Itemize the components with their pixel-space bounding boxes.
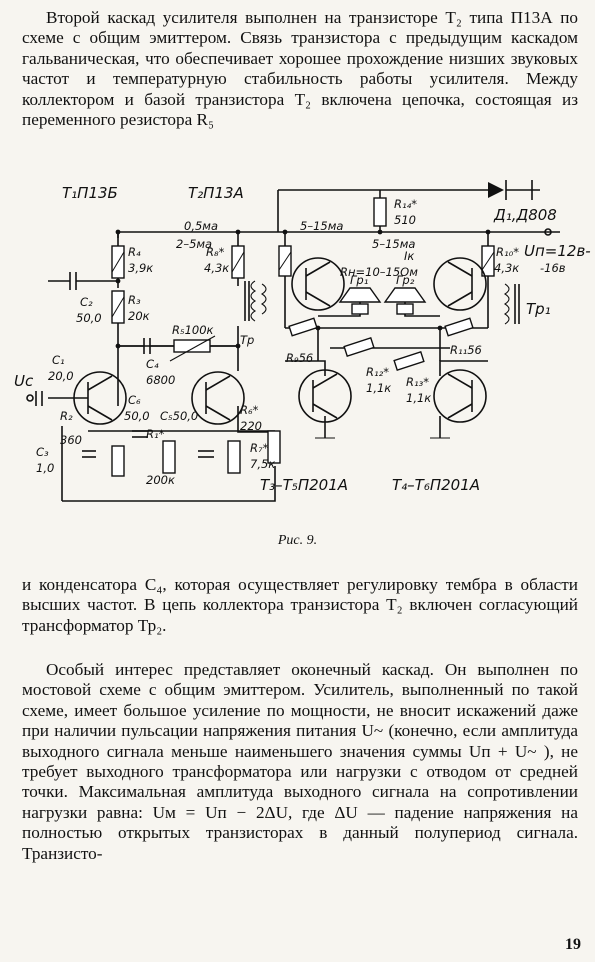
label-c6-value: 50,0 xyxy=(124,409,150,423)
label-r5: R₅100к xyxy=(172,323,214,337)
label-c2: C₂ xyxy=(80,295,93,309)
label-r6: R₆* xyxy=(240,403,259,417)
label-c6: C₆ xyxy=(128,393,141,407)
label-gr1: Гр₁ xyxy=(350,273,368,287)
label-tr: Тр xyxy=(240,333,254,347)
paragraph-output-stage: Особый интерес представляет оконечный ка… xyxy=(22,660,578,863)
label-r14: R₁₄* xyxy=(394,197,417,211)
zener-diode xyxy=(488,180,540,200)
label-uc: Uc xyxy=(14,372,34,390)
label-rn: Rн=10–15Ом xyxy=(340,265,418,279)
label-r8-value: 4,3к xyxy=(204,261,229,275)
speakers xyxy=(338,287,427,315)
label-tr1: Тр₁ xyxy=(526,300,551,318)
label-up-value: -16в xyxy=(540,261,566,275)
label-r11: R₁₁56 xyxy=(450,343,482,357)
label-r6-value: 220 xyxy=(240,419,262,433)
label-c3: C₃ xyxy=(36,445,49,459)
label-r2-value: 360 xyxy=(60,433,82,447)
label-t2: T₂П13А xyxy=(188,184,244,202)
label-r13-value: 1,1к xyxy=(406,391,431,405)
label-r4: R₄ xyxy=(128,245,141,259)
page-number: 19 xyxy=(565,936,581,953)
label-d1: Д₁,Д808 xyxy=(493,206,557,224)
label-c2-value: 50,0 xyxy=(76,311,102,325)
label-r7: R₇* xyxy=(250,441,269,455)
label-r3-value: 20к xyxy=(128,309,150,323)
resistors xyxy=(111,197,495,477)
label-r8: R₈* xyxy=(206,245,225,259)
transistors xyxy=(48,257,487,425)
label-r10: R₁₀* xyxy=(496,245,519,259)
label-t1: T₁П13Б xyxy=(62,184,118,202)
label-r7-value: 7,5к xyxy=(250,457,275,471)
label-t3-t5: T₃–T₅П201А xyxy=(260,476,348,494)
label-r1-value: 200к xyxy=(146,473,175,487)
label-r2: R₂ xyxy=(60,409,73,423)
label-r4-value: 3,9к xyxy=(128,261,153,275)
label-r10-value: 4,3к xyxy=(494,261,519,275)
junctions xyxy=(26,228,552,402)
figure-caption: Рис. 9. xyxy=(277,533,318,548)
label-t4-t6: T₄–T₆П201А xyxy=(392,476,480,494)
label-gr2: Гр₂ xyxy=(396,273,415,287)
label-r3: R₃ xyxy=(128,293,141,307)
label-r13: R₁₃* xyxy=(406,375,429,389)
label-c5: C₅50,0 xyxy=(160,409,198,423)
label-r14-value: 510 xyxy=(394,213,416,227)
paragraph-continuation: и конденсатора C₄, которая осуществляет … xyxy=(22,575,578,635)
label-c1-value: 20,0 xyxy=(48,369,74,383)
label-current-3: 5–15ма xyxy=(300,219,343,233)
label-c4: C₄ xyxy=(146,357,159,371)
label-c4-value: 6800 xyxy=(146,373,175,387)
label-r1: R₁* xyxy=(146,427,165,441)
paragraph-intro: Второй каскад усилителя выполнен на тран… xyxy=(22,8,578,130)
label-current-4: 5–15ма xyxy=(372,237,415,251)
label-r12: R₁₂* xyxy=(366,365,389,379)
label-ik: Iк xyxy=(404,249,414,263)
label-c3-value: 1,0 xyxy=(36,461,54,475)
label-c1: C₁ xyxy=(52,353,65,367)
capacitors xyxy=(35,272,214,458)
circuit-diagram: T₁П13Б T₂П13А R₄ 3,9к R₃ 20к C₂ 50,0 C₁ … xyxy=(14,180,591,502)
label-up: Uп=12в- xyxy=(524,242,591,260)
label-current-2: 2–5ма xyxy=(176,237,212,251)
circuit-labels: T₁П13Б T₂П13А R₄ 3,9к R₃ 20к C₂ 50,0 C₁ … xyxy=(14,184,591,494)
label-r12-value: 1,1к xyxy=(366,381,391,395)
label-current-1: 0,5ма xyxy=(184,219,218,233)
label-r9: R₉56 xyxy=(286,351,313,365)
